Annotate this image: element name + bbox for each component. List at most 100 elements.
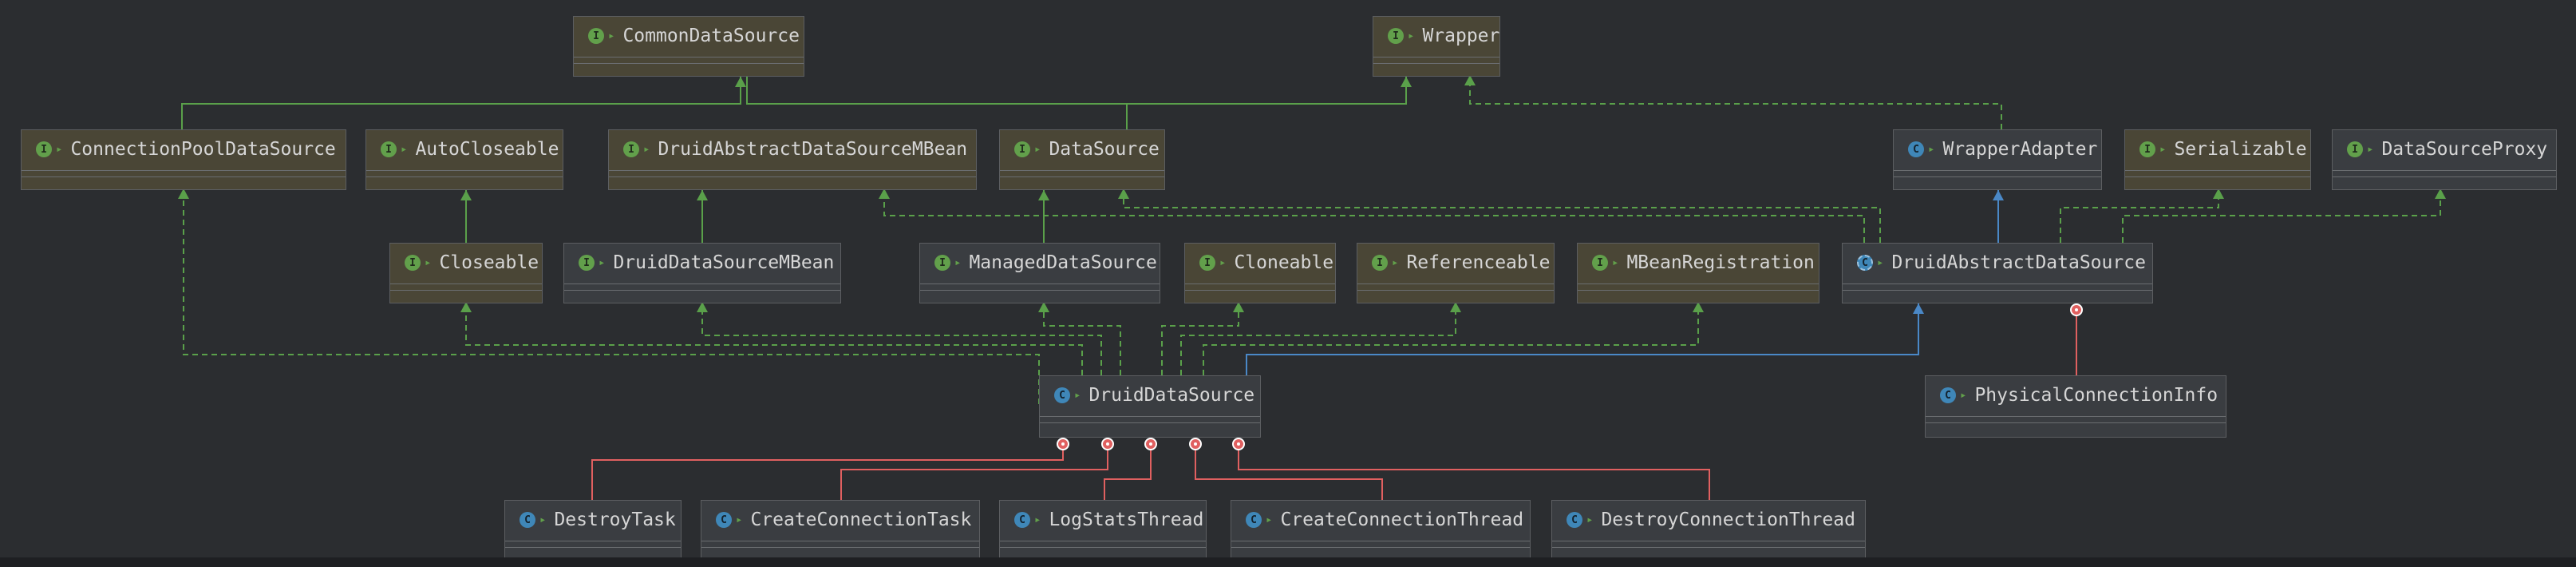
edge-abstract-implements-datasource <box>1123 196 1881 243</box>
bottom-status-strip <box>0 557 2576 567</box>
implements-arrow-head <box>178 188 189 199</box>
node-closeable[interactable]: I▸Closeable <box>389 243 543 303</box>
interface-icon: I <box>934 255 950 271</box>
node-label: Serializable <box>2174 139 2307 160</box>
node-serializable[interactable]: I ▸ Serializable <box>2124 129 2311 190</box>
public-icon: ▸ <box>608 30 615 42</box>
interface-icon: I <box>623 141 639 157</box>
node-druid-abstract-data-source-mbean[interactable]: I ▸ DruidAbstractDataSourceMBean <box>608 129 977 190</box>
node-mbean-registration[interactable]: I▸MBeanRegistration <box>1577 243 1819 303</box>
public-icon: ▸ <box>1074 389 1081 402</box>
public-icon: ▸ <box>401 143 408 156</box>
public-icon: ▸ <box>1928 143 1935 156</box>
inner-class-marker-dot <box>1149 442 1152 446</box>
node-wrapper[interactable]: I ▸ Wrapper <box>1373 16 1500 77</box>
node-label: DataSource <box>1049 139 1160 160</box>
inner-class-marker-dot <box>1237 442 1240 446</box>
node-label: CreateConnectionThread <box>1280 510 1524 530</box>
edge-druid-implements-referenceable <box>1180 310 1456 375</box>
node-label: DruidDataSource <box>1088 385 1255 406</box>
node-druid-data-source[interactable]: C▸DruidDataSource <box>1039 375 1261 438</box>
node-auto-closeable[interactable]: I▸AutoCloseable <box>365 129 563 190</box>
edge-druid-inner-createconnectiontask <box>840 444 1108 500</box>
implements-arrow-head <box>1464 75 1476 85</box>
extends-arrow-head <box>460 190 472 200</box>
interface-icon: I <box>1388 28 1404 44</box>
public-icon: ▸ <box>1586 513 1594 526</box>
interface-icon: I <box>405 255 421 271</box>
class-icon: C <box>1567 512 1582 528</box>
node-label: Wrapper <box>1422 26 1500 46</box>
node-destroy-connection-thread[interactable]: C ▸ DestroyConnectionThread <box>1551 500 1866 564</box>
node-cloneable[interactable]: I ▸ Cloneable <box>1184 243 1336 303</box>
node-data-source-proxy[interactable]: I▸DataSourceProxy <box>2332 129 2557 190</box>
node-connection-pool-data-source[interactable]: I▸ConnectionPoolDataSource <box>21 129 346 190</box>
node-label: DruidAbstractDataSource <box>1891 252 2146 273</box>
node-create-connection-thread[interactable]: C ▸ CreateConnectionThread <box>1231 500 1531 564</box>
node-data-source[interactable]: I▸DataSource <box>999 129 1165 190</box>
public-icon: ▸ <box>1408 30 1415 42</box>
edge-druid-inner-destroyconnectionthread <box>1238 444 1710 500</box>
node-referenceable[interactable]: I▸Referenceable <box>1357 243 1555 303</box>
node-label: Cloneable <box>1234 252 1334 273</box>
edge-abstract-implements-datasourceproxy <box>2122 196 2441 243</box>
implements-arrow-head <box>1450 302 1461 312</box>
edge-wrapperadapter-implements-wrapper <box>1469 83 2002 129</box>
public-icon: ▸ <box>1877 256 1884 269</box>
public-icon: ▸ <box>539 513 547 526</box>
public-icon: ▸ <box>1034 513 1041 526</box>
node-label: ManagedDataSource <box>969 252 1157 273</box>
interface-icon: I <box>2139 141 2155 157</box>
public-icon: ▸ <box>599 256 606 269</box>
inner-class-marker-dot <box>1106 442 1109 446</box>
node-druid-data-source-mbean[interactable]: I▸DruidDataSourceMBean <box>563 243 841 303</box>
node-label: DruidAbstractDataSourceMBean <box>658 139 968 160</box>
class-icon: C <box>716 512 732 528</box>
node-physical-connection-info[interactable]: C▸PhysicalConnectionInfo <box>1925 375 2226 438</box>
public-icon: ▸ <box>1219 256 1227 269</box>
node-destroy-task[interactable]: C▸DestroyTask <box>504 500 682 564</box>
edge-druid-extends-abstract <box>1246 303 1919 375</box>
edge-datasource-extends-commondatasource <box>746 77 1128 129</box>
implements-arrow-head <box>1233 302 1244 312</box>
extends-arrow-head <box>1401 77 1412 87</box>
node-label: MBeanRegistration <box>1626 252 1815 273</box>
extends-arrow-head <box>697 190 708 200</box>
edge-druid-implements-cloneable <box>1161 310 1239 375</box>
class-extends-arrow-head <box>1913 303 1924 314</box>
public-icon: ▸ <box>1034 143 1041 156</box>
implements-arrow-head <box>697 302 708 312</box>
node-druid-abstract-data-source[interactable]: C ▸ DruidAbstractDataSource <box>1842 243 2153 303</box>
node-label: Closeable <box>439 252 539 273</box>
extends-arrow-head <box>735 77 746 87</box>
node-common-data-source[interactable]: I▸CommonDataSource <box>573 16 804 77</box>
implements-arrow-head <box>879 188 890 199</box>
class-icon: C <box>1246 512 1262 528</box>
inner-class-marker-dot <box>1194 442 1197 446</box>
public-icon: ▸ <box>2159 143 2167 156</box>
edge-druid-inner-createconnectionthread <box>1195 444 1383 500</box>
node-create-connection-task[interactable]: C▸CreateConnectionTask <box>701 500 980 564</box>
edge-druid-implements-mbeanregistration <box>1203 310 1699 375</box>
node-label: DestroyTask <box>554 510 676 530</box>
edge-druid-implements-druidmbean <box>701 310 1102 375</box>
edge-cpds-extends-commondatasource <box>181 77 741 129</box>
public-icon: ▸ <box>643 143 650 156</box>
interface-icon: I <box>2347 141 2363 157</box>
node-log-stats-thread[interactable]: C▸LogStatsThread <box>999 500 1207 564</box>
implements-arrow-head <box>1693 302 1704 312</box>
node-label: DruidDataSourceMBean <box>613 252 835 273</box>
interface-icon: I <box>1199 255 1215 271</box>
implements-arrow-head <box>2213 188 2224 199</box>
node-label: ConnectionPoolDataSource <box>70 139 336 160</box>
implements-arrow-head <box>2435 188 2446 199</box>
edge-druid-inner-logstatsthread <box>1104 444 1152 500</box>
node-managed-data-source[interactable]: I ▸ ManagedDataSource <box>919 243 1160 303</box>
implements-arrow-head <box>1118 188 1129 199</box>
node-wrapper-adapter[interactable]: C▸WrapperAdapter <box>1893 129 2102 190</box>
node-label: DestroyConnectionThread <box>1601 510 1855 530</box>
abstract-class-icon: C <box>1857 255 1873 271</box>
public-icon: ▸ <box>954 256 962 269</box>
node-label: LogStatsThread <box>1049 510 1204 530</box>
public-icon: ▸ <box>1266 513 1273 526</box>
